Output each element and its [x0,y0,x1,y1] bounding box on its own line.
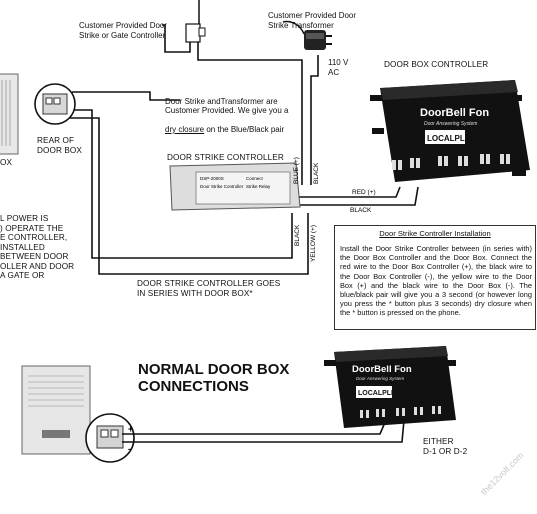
label-normal-connections: NORMAL DOOR BOX CONNECTIONS [138,361,290,395]
wire-label-red: RED (+) [352,189,376,196]
device-maker-top: LOCALPLEX [427,134,476,143]
label-door-box-controller: DOOR BOX CONTROLLER [384,60,489,69]
wire-label-black-3: BLACK [294,224,301,246]
wire-strike-to-controller [162,24,191,53]
installation-title: Door Strike Controller Installation [379,229,491,238]
device-maker-bottom: LOCALPLEX [358,390,401,397]
door-box-device-bottom [21,365,135,463]
wires-top [66,24,419,275]
wire-label-black-1: BLACK [313,162,320,184]
label-door-strike-gate: Customer Provided Door Strike or Gate Co… [79,21,168,40]
strike-label-l2: Door Strike Controller [200,184,244,189]
svg-text:the12volt.com: the12volt.com [479,450,526,497]
label-left-note: L POWER IS ) OPERATE THE E CONTROLLER, I… [0,214,75,280]
label-door-strike-controller: DOOR STRIKE CONTROLLER [167,153,284,162]
strike-label-l4: Strike Relay [246,184,271,189]
customer-provided-text: Door Strike andTransformer are Customer … [165,96,289,116]
device-subtitle-top: Door Answering System [424,121,477,127]
label-110v-ac: 110 V AC [328,58,349,77]
watermark: the12volt.com [479,450,526,497]
label-series-note: DOOR STRIKE CONTROLLER GOES IN SERIES WI… [137,279,281,298]
transformer-device [304,30,332,50]
wire-label-plus: + [128,424,133,434]
dry-closure-text: dry closure [165,125,205,134]
installation-note: Door Strike Controller Installation Inst… [334,225,536,330]
wire-label-blue: BLUE (+) [293,157,300,184]
strike-label-l1: DSP-2000S [200,176,224,181]
customer-provided-tail: on the Blue/Black pair [204,125,285,134]
label-rear-of-door-box: REAR OF DOOR BOX [37,136,82,155]
wire-transformer-to-controller [310,55,319,185]
door-box-controller-bottom: DoorBell Fon Door Answering System LOCAL… [324,346,456,428]
door-box-controller-top: DoorBell Fon Door Answering System LOCAL… [370,80,530,182]
wire-black-right [296,186,419,206]
label-either: EITHER D-1 OR D-2 [423,437,468,456]
wire-doorbox-black [70,117,309,275]
label-box-fragment: OX [0,158,13,167]
wire-doorbox-yellow [66,109,293,259]
transformer-cable [282,20,305,35]
device-subtitle-bottom: Door Answering System [356,376,404,381]
device-brand-bottom: DoorBell Fon [352,364,412,375]
door-strike-device [185,0,206,43]
wire-label-minus: - [128,444,131,454]
label-customer-provided: Door Strike andTransformer are Customer … [165,87,325,135]
installation-body: Install the Door Strike Controller betwe… [340,244,532,318]
door-box-device-top [0,73,76,155]
label-strike-transformer: Customer Provided Door Strike Transforme… [268,11,357,30]
device-brand-top: DoorBell Fon [420,107,489,119]
strike-label-l3: Connect [246,176,264,181]
wire-gate-long-blue [197,40,303,185]
wire-doorbox-top [72,91,180,101]
wire-red [296,186,401,198]
wire-label-yellow: YELLOW (+) [310,225,317,262]
door-strike-controller-box: DSP-2000S Door Strike Controller Connect… [169,162,301,211]
wire-label-black-2: BLACK [350,207,372,214]
